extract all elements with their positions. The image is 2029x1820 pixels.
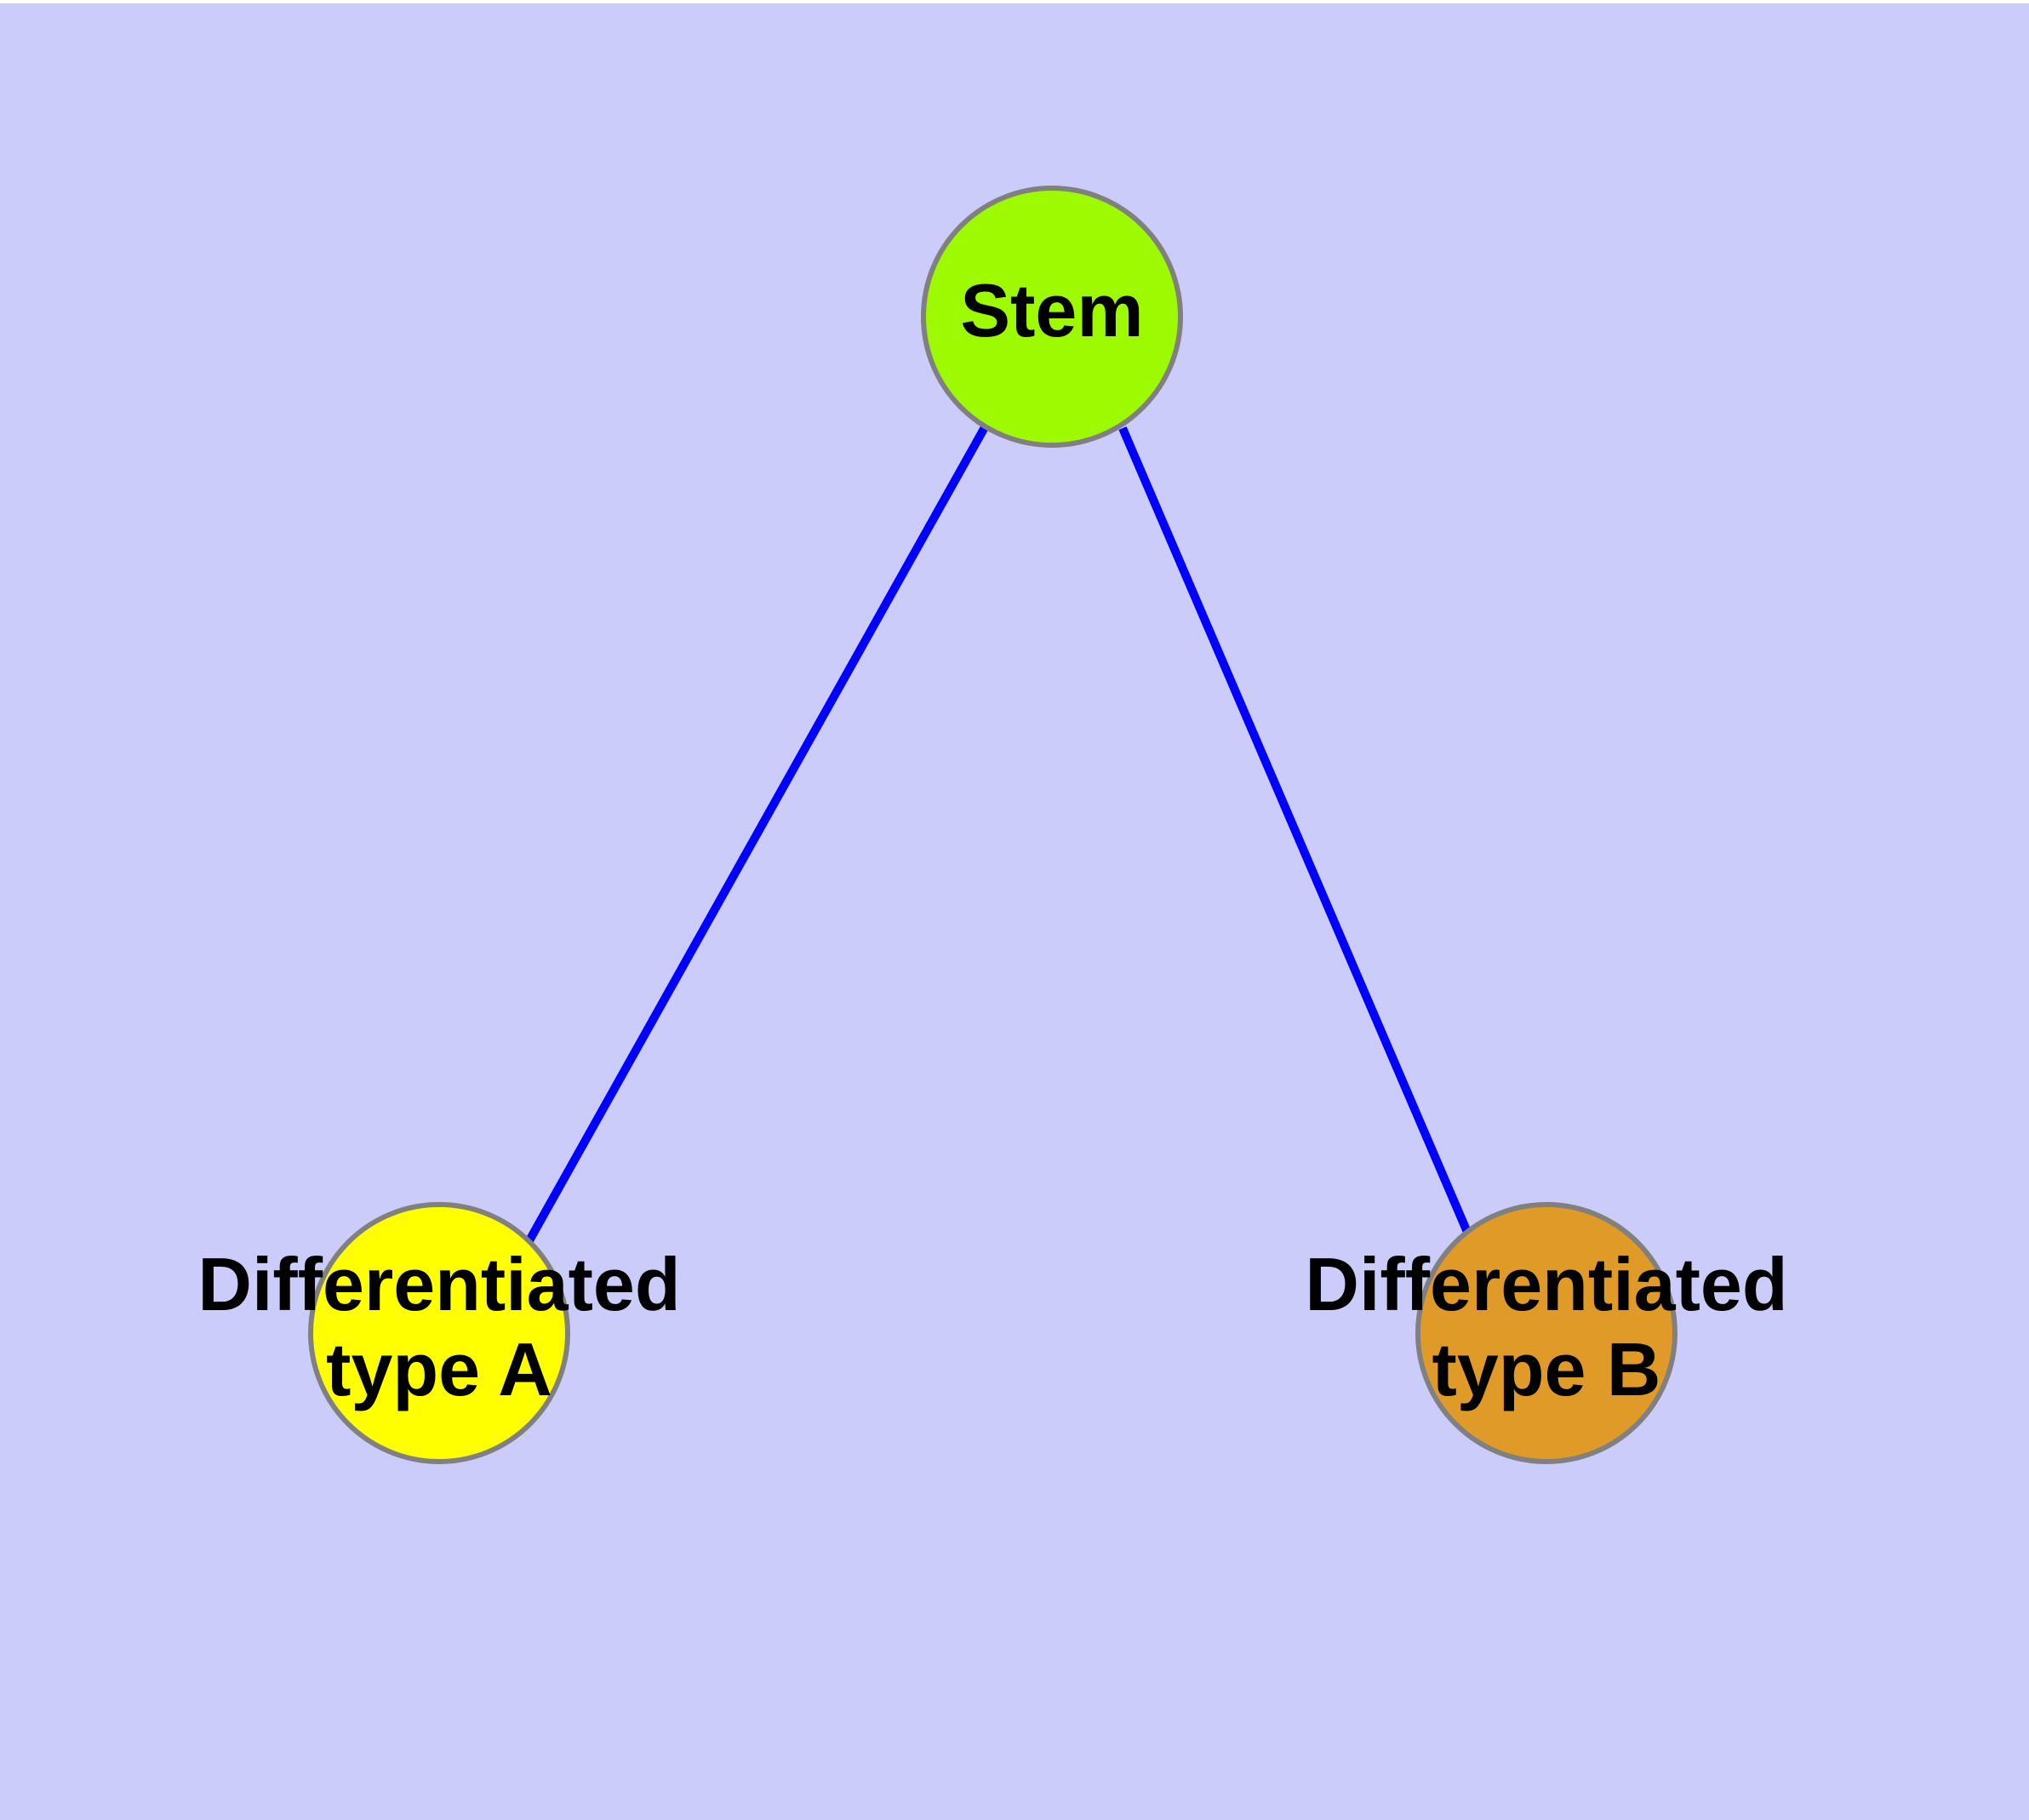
node-label-line: type A <box>326 1327 552 1411</box>
edge-stem-to-differentiated-type-b[interactable] <box>1118 426 1473 1238</box>
edges-layer <box>524 425 1473 1245</box>
node-stem[interactable] <box>921 186 1183 448</box>
node-differentiated-type-a[interactable] <box>308 1202 570 1464</box>
node-label-line: Stem <box>960 268 1143 352</box>
node-label-line: Differentiated <box>1305 1242 1787 1326</box>
nodes-layer <box>308 186 1677 1464</box>
node-label-stem: Stem <box>960 268 1143 352</box>
node-label-line: Differentiated <box>197 1242 680 1326</box>
node-label-line: type B <box>1432 1327 1661 1411</box>
edge-stem-to-differentiated-type-a[interactable] <box>524 425 989 1245</box>
node-differentiated-type-b[interactable] <box>1415 1202 1677 1464</box>
